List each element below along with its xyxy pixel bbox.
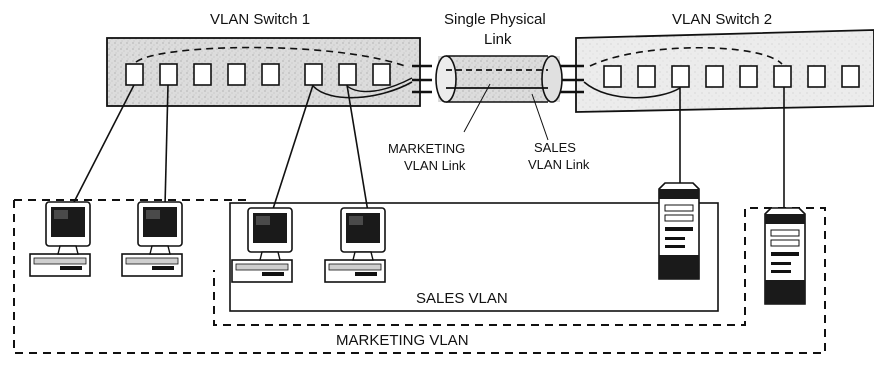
physical-link-label-line-1: Single Physical xyxy=(444,11,546,28)
desktop-computer-icon xyxy=(232,208,292,282)
port-icon xyxy=(842,66,859,87)
marketing-vlan-link-label-line-1: MARKETING xyxy=(388,141,465,156)
vlan-switch-1 xyxy=(107,38,420,106)
marketing-vlan-label: MARKETING VLAN xyxy=(336,332,469,349)
port-icon xyxy=(604,66,621,87)
port-icon xyxy=(262,64,279,85)
port-icon xyxy=(672,66,689,87)
port-icon xyxy=(808,66,825,87)
port-icon xyxy=(740,66,757,87)
marketing-vlan-link-label-line-2: VLAN Link xyxy=(404,158,466,173)
port-icon xyxy=(339,64,356,85)
trunk-cable-icon xyxy=(412,56,584,140)
tower-server-icon xyxy=(765,208,805,304)
cable-line xyxy=(72,85,134,206)
tower-server-icon xyxy=(659,183,699,279)
switch-1-label: VLAN Switch 1 xyxy=(210,11,310,28)
port-icon xyxy=(774,66,791,87)
switch-2-label: VLAN Switch 2 xyxy=(672,11,772,28)
port-icon xyxy=(638,66,655,87)
physical-link-label-line-2: Link xyxy=(484,31,512,48)
port-icon xyxy=(228,64,245,85)
vlan-switch-2 xyxy=(576,30,874,112)
port-icon xyxy=(305,64,322,85)
desktop-computer-icon xyxy=(325,208,385,282)
sales-vlan-link-label-line-2: VLAN Link xyxy=(528,157,590,172)
port-icon xyxy=(126,64,143,85)
port-icon xyxy=(706,66,723,87)
port-icon xyxy=(194,64,211,85)
desktop-computer-icon xyxy=(122,202,182,276)
port-icon xyxy=(373,64,390,85)
port-icon xyxy=(160,64,177,85)
sales-vlan-label: SALES VLAN xyxy=(416,290,508,307)
desktop-computer-icon xyxy=(30,202,90,276)
sales-vlan-link-label-line-1: SALES xyxy=(534,140,576,155)
